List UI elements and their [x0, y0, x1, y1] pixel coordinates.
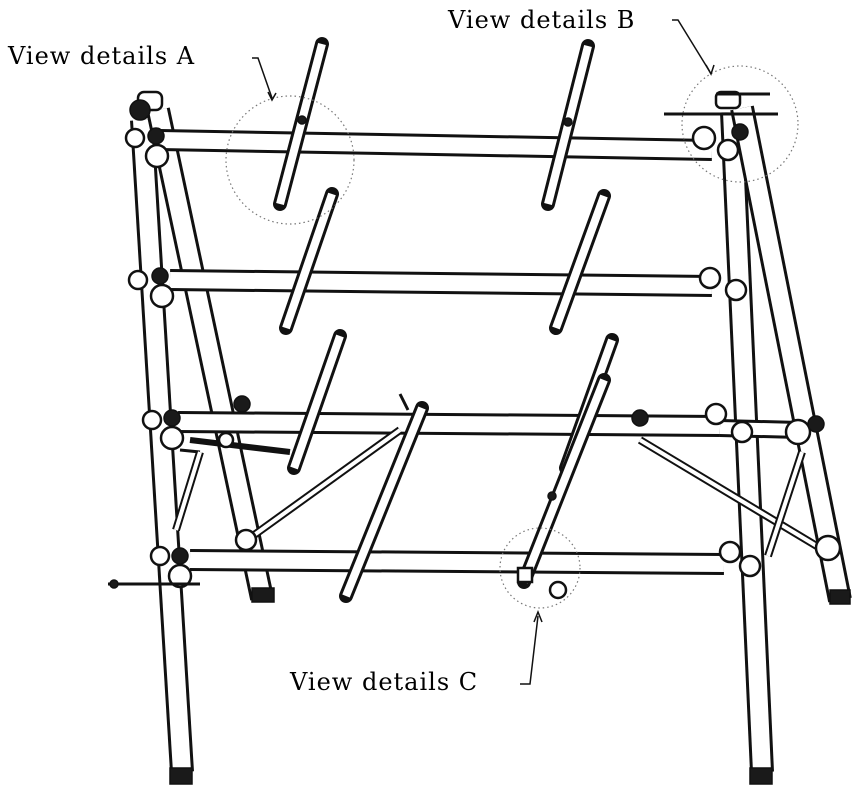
clamps-left — [108, 90, 258, 589]
leader-a — [252, 57, 273, 99]
arm-tier-1-left — [273, 37, 329, 211]
callout-a-label: View details — [8, 42, 169, 70]
left-front-leg — [130, 119, 194, 785]
callout-c-letter: C — [458, 668, 479, 696]
clamps-right — [631, 90, 842, 578]
detail-circle-c — [499, 527, 581, 609]
tier-2-bar — [169, 269, 713, 297]
callout-c-label: View details — [290, 668, 451, 696]
tier-4-bar — [189, 549, 725, 575]
detail-circle-a — [225, 95, 355, 225]
callout-a: View details A — [8, 42, 195, 70]
cross-braces — [172, 426, 823, 558]
left-rear-leg — [146, 107, 275, 603]
callout-c: View details C — [290, 668, 478, 696]
tier-3-bar — [177, 411, 721, 437]
arm-tier-2-left — [279, 187, 339, 335]
callout-b-label: View details — [448, 6, 609, 34]
arm-tier-4-right — [516, 373, 611, 600]
callout-b: View details B — [448, 6, 635, 34]
tier-1-bar — [159, 129, 713, 161]
arm-tier-1-right — [541, 39, 595, 211]
right-rear-leg — [730, 105, 852, 605]
arm-tier-4-left — [339, 393, 429, 603]
arm-tier-3-left — [287, 329, 347, 475]
arm-tier-2-right — [549, 189, 611, 335]
detail-circle-b — [681, 65, 799, 183]
leader-b — [672, 19, 711, 73]
leader-c — [520, 615, 539, 685]
callout-b-letter: B — [616, 6, 636, 34]
callout-a-letter: A — [176, 42, 196, 70]
